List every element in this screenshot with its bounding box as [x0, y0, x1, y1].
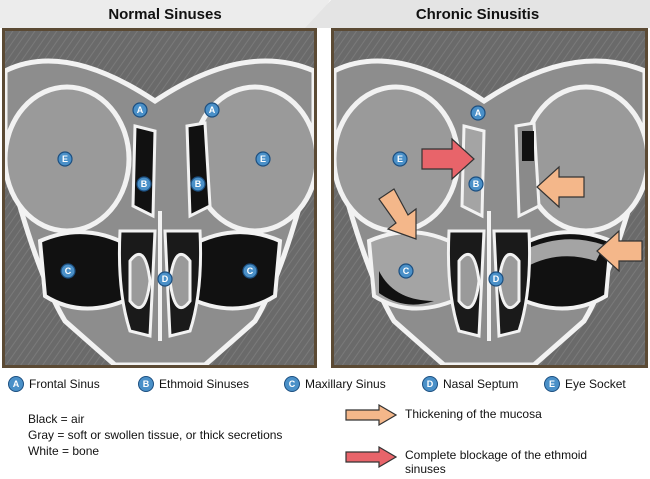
legend-item-eye-socket: E Eye Socket: [544, 376, 626, 392]
legend-label: Maxillary Sinus: [305, 377, 386, 391]
mucosa-arrow-right-maxillary: [596, 229, 643, 273]
badge-c-right: C: [242, 263, 258, 279]
svg-text:B: B: [141, 179, 148, 189]
svg-text:E: E: [62, 154, 68, 164]
maxillary-air-right: [182, 230, 283, 311]
svg-text:D: D: [162, 274, 169, 284]
ethmoid-air-right: [185, 121, 212, 219]
key-gray: Gray = soft or swollen tissue, or thick …: [28, 428, 283, 442]
mucosa-label: Thickening of the mucosa: [405, 407, 542, 421]
svg-text:D: D: [493, 274, 500, 284]
density-key: Black = air Gray = soft or swollen tissu…: [28, 411, 282, 459]
legend-label: Frontal Sinus: [29, 377, 100, 391]
sinus-legend: A Frontal Sinus B Ethmoid Sinuses C Maxi…: [8, 374, 648, 396]
svg-text:B: B: [473, 179, 480, 189]
badge-e-right: E: [255, 151, 271, 167]
normal-sinuses-title: Normal Sinuses: [0, 0, 330, 28]
mucosa-arrow-upper-left: [378, 188, 417, 240]
badge-d-left: D: [157, 271, 173, 287]
svg-text:A: A: [209, 105, 216, 115]
legend-item-septum: D Nasal Septum: [422, 376, 518, 392]
legend-label: Nasal Septum: [443, 377, 519, 391]
ethmoid-air-left: [131, 124, 157, 219]
badge-d-icon: D: [422, 376, 438, 392]
ethmoid-blocked-left: [460, 124, 486, 219]
sinusitis-ct-image: A E B C D: [334, 31, 645, 365]
key-black: Black = air: [28, 412, 85, 426]
svg-text:E: E: [397, 154, 403, 164]
badge-b-right: B: [190, 176, 206, 192]
normal-ct-image: A A E E B B C C D: [5, 31, 314, 365]
chronic-sinusitis-ct-panel: A E B C D: [331, 28, 648, 368]
badge-d: D: [488, 271, 504, 287]
blockage-arrow: [421, 137, 475, 181]
blockage-label-line2: sinuses: [405, 462, 446, 476]
svg-text:C: C: [403, 266, 410, 276]
badge-b-icon: B: [138, 376, 154, 392]
svg-text:A: A: [475, 108, 482, 118]
svg-text:A: A: [137, 105, 144, 115]
badge-e-left: E: [57, 151, 73, 167]
legend-label: Ethmoid Sinuses: [159, 377, 250, 391]
mucosa-arrow-icon: [345, 404, 397, 426]
legend-item-maxillary: C Maxillary Sinus: [284, 376, 386, 392]
eye-socket-right: [521, 84, 645, 234]
legend-item-frontal: A Frontal Sinus: [8, 376, 100, 392]
badge-a-right: A: [204, 102, 220, 118]
badge-b: B: [468, 176, 484, 192]
badge-c-left: C: [60, 263, 76, 279]
arrow-key-mucosa: Thickening of the mucosa: [345, 404, 542, 426]
chronic-sinusitis-title: Chronic Sinusitis: [305, 0, 650, 28]
badge-b-left: B: [136, 176, 152, 192]
blockage-label-line1: Complete blockage of the ethmoid: [405, 448, 588, 462]
mucosa-arrow-right-ethmoid: [536, 165, 585, 209]
key-white: White = bone: [28, 444, 100, 458]
svg-text:E: E: [260, 154, 266, 164]
legend-label: Eye Socket: [565, 377, 626, 391]
badge-a: A: [470, 105, 486, 121]
normal-sinuses-ct-panel: A A E E B B C C D: [2, 28, 317, 368]
badge-c: C: [398, 263, 414, 279]
svg-text:C: C: [65, 266, 72, 276]
legend-item-ethmoid: B Ethmoid Sinuses: [138, 376, 249, 392]
blockage-arrow-icon: [345, 446, 397, 468]
arrow-key-blockage: Complete blockage of the ethmoid sinuses: [345, 446, 587, 476]
svg-text:C: C: [247, 266, 254, 276]
badge-a-left: A: [132, 102, 148, 118]
badge-a-icon: A: [8, 376, 24, 392]
badge-c-icon: C: [284, 376, 300, 392]
badge-e: E: [392, 151, 408, 167]
badge-e-icon: E: [544, 376, 560, 392]
svg-text:B: B: [195, 179, 202, 189]
